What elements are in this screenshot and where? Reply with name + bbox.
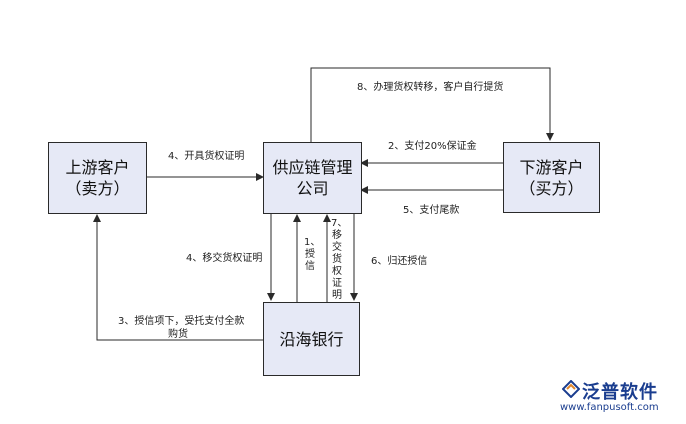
downstream-label: 下游客户 [519,157,584,177]
bank-node: 沿海银行 [263,302,360,376]
logo-name: 泛普软件 [582,382,658,403]
edge-label-6: 6、归还授信 [371,256,428,267]
arrow-3 [93,214,263,341]
downstream-role: （买方） [519,178,584,198]
arrow-8 [310,67,554,142]
edge-label-5: 5、支付尾款 [403,205,460,216]
downstream-customer-node: 下游客户 （买方） [503,142,600,213]
edge-label-1: 1、授信 [304,237,321,272]
scm-label-line1: 供应链管理 [272,158,353,177]
brand-logo: 泛普软件 www.fanpusoft.com [560,378,678,418]
upstream-role: （卖方） [65,179,130,198]
bank-label: 沿海银行 [279,329,344,349]
edge-label-3-line2: 购货 [168,329,188,340]
logo-mark-icon [562,380,580,398]
scm-label-line2: 公司 [296,179,329,198]
upstream-label: 上游客户 [65,158,130,177]
logo-url: www.fanpusoft.com [560,402,659,413]
edge-label-8: 8、办理货权转移，客户自行提货 [357,82,504,93]
edge-label-4a: 4、开具货权证明 [168,151,245,162]
upstream-customer-node: 上游客户 （卖方） [48,142,147,214]
edge-label-3-line1: 3、授信项下，受托支付全款 [118,316,245,327]
edge-label-7: 7、移交货权证明 [331,218,348,301]
edge-label-4b: 4、移交货权证明 [186,253,263,264]
scm-company-node: 供应链管理 公司 [263,142,362,214]
edge-label-2: 2、支付20%保证金 [388,141,477,152]
